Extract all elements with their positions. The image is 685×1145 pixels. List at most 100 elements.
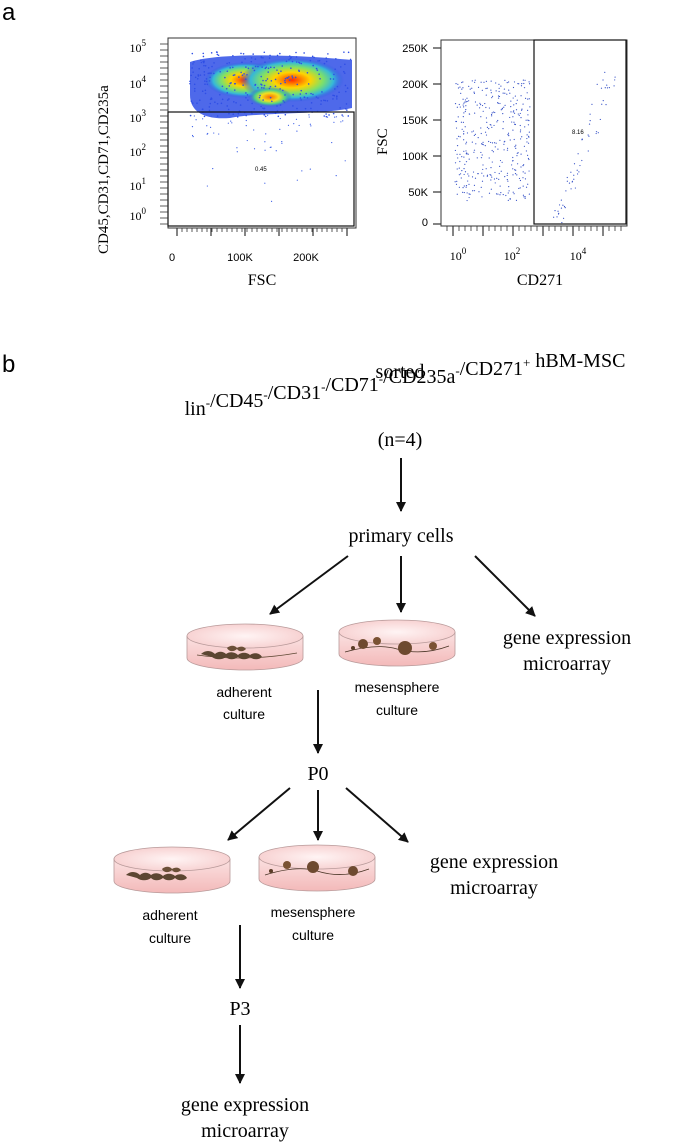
- plot1-dot: [262, 99, 264, 101]
- plot1-dot: [231, 122, 233, 124]
- plot1-dot: [253, 108, 256, 110]
- plot2-dot: [528, 170, 530, 172]
- plot1-dot: [191, 52, 194, 55]
- plot1-dot: [202, 60, 205, 63]
- plot2-dot: [472, 190, 474, 192]
- plot2-dot: [506, 174, 508, 177]
- plot2-dot: [563, 205, 566, 208]
- plot2-dot: [513, 104, 515, 106]
- plot2-dot: [520, 166, 522, 168]
- plot2-dot: [482, 110, 484, 112]
- plot1-dot: [229, 82, 231, 85]
- plot1-dot: [201, 90, 204, 92]
- plot2-dot: [463, 139, 465, 141]
- plot2-dot: [512, 116, 514, 118]
- plot1-dot: [324, 99, 327, 102]
- plot2-dot: [564, 207, 566, 209]
- plot1-dot: [279, 52, 281, 55]
- plot1-dot: [269, 85, 272, 88]
- plot1-dot: [257, 86, 259, 89]
- plot2-dot: [461, 88, 463, 90]
- plot1-dot: [268, 57, 271, 59]
- plot1-dot: [281, 140, 283, 143]
- plot2-dot: [482, 164, 484, 166]
- plot2-dot: [464, 163, 466, 165]
- plot2-dot: [503, 106, 505, 108]
- plot2-dot: [601, 103, 603, 105]
- plot1-dot: [284, 81, 286, 84]
- plot2-dot: [528, 193, 530, 195]
- plot2-dot: [501, 107, 504, 109]
- plot2-dot: [456, 106, 458, 108]
- plot1-dot: [213, 62, 215, 64]
- plot1-dot: [250, 57, 253, 59]
- plot2-dot: [461, 170, 463, 172]
- plot2-dot: [504, 140, 506, 142]
- plot2-dot: [595, 131, 598, 133]
- plot1-dot: [284, 77, 287, 80]
- plot2-dot: [522, 79, 524, 81]
- plot1-dot: [218, 93, 221, 96]
- plot2-dot: [522, 177, 524, 179]
- plot2-dot: [509, 198, 511, 200]
- plot2-dot: [497, 95, 500, 97]
- plot2-dot: [457, 116, 459, 118]
- plot1-dot: [262, 57, 264, 59]
- plot2-dot: [462, 98, 464, 100]
- plot2-dot: [473, 92, 476, 94]
- plot2-dot: [496, 177, 498, 179]
- plot1-dot: [307, 83, 310, 85]
- plot1-dot: [245, 66, 247, 68]
- plot1-dot: [258, 96, 261, 99]
- plot2-dot: [508, 135, 510, 137]
- plot1-dot: [241, 74, 244, 77]
- plot1-dot: [202, 55, 205, 58]
- plot1-dot: [212, 168, 214, 170]
- plot2-dot: [465, 150, 467, 152]
- plot1-dot: [245, 96, 247, 99]
- plot2-dot: [506, 147, 509, 149]
- plot2-dot: [462, 121, 465, 124]
- plot1-dot: [291, 60, 294, 63]
- plot2-dot: [482, 144, 484, 146]
- plot2-dot: [481, 143, 483, 145]
- plot1-dot: [270, 80, 273, 82]
- plot2-dot: [528, 119, 530, 122]
- plot1-dot: [338, 91, 340, 94]
- plot1-dot: [266, 78, 269, 80]
- plot2-dot: [505, 194, 507, 197]
- plot1-dot: [303, 96, 306, 98]
- plot2-dot: [461, 81, 463, 84]
- plot2-dot: [475, 143, 477, 145]
- plot1-dot: [244, 58, 246, 60]
- plot2-dot: [465, 109, 467, 111]
- plot2-dot: [499, 185, 501, 187]
- plot1-dot: [208, 109, 211, 112]
- plot2-dot: [504, 176, 506, 178]
- plot2-dot: [491, 115, 493, 117]
- plot2-dot: [486, 126, 489, 128]
- plot2-dot: [481, 104, 484, 107]
- plot2-dot: [524, 97, 527, 100]
- plot2-dot: [499, 102, 501, 105]
- plot2-dot: [474, 81, 476, 83]
- plot2-dot: [498, 87, 500, 89]
- arrow-to-gene-expression-1: [474, 555, 536, 617]
- plot2-dot: [492, 111, 495, 113]
- plot2-dot: [588, 123, 591, 125]
- plot2-dot: [482, 141, 484, 143]
- plot2-x-tick-label: 104: [570, 246, 587, 263]
- plot1-dot: [309, 123, 311, 125]
- plot2-dot: [589, 120, 591, 122]
- plot2-dot: [514, 145, 516, 148]
- plot1-dot: [208, 72, 211, 74]
- plot2-dot: [497, 148, 499, 150]
- plot2-dot: [497, 119, 499, 122]
- plot2-dot: [506, 172, 509, 174]
- plot2-dot: [465, 184, 468, 187]
- plot2-dot: [500, 192, 502, 194]
- plot1-dot: [325, 57, 328, 59]
- plot1-dot: [264, 61, 266, 63]
- plot2-dot: [509, 116, 511, 119]
